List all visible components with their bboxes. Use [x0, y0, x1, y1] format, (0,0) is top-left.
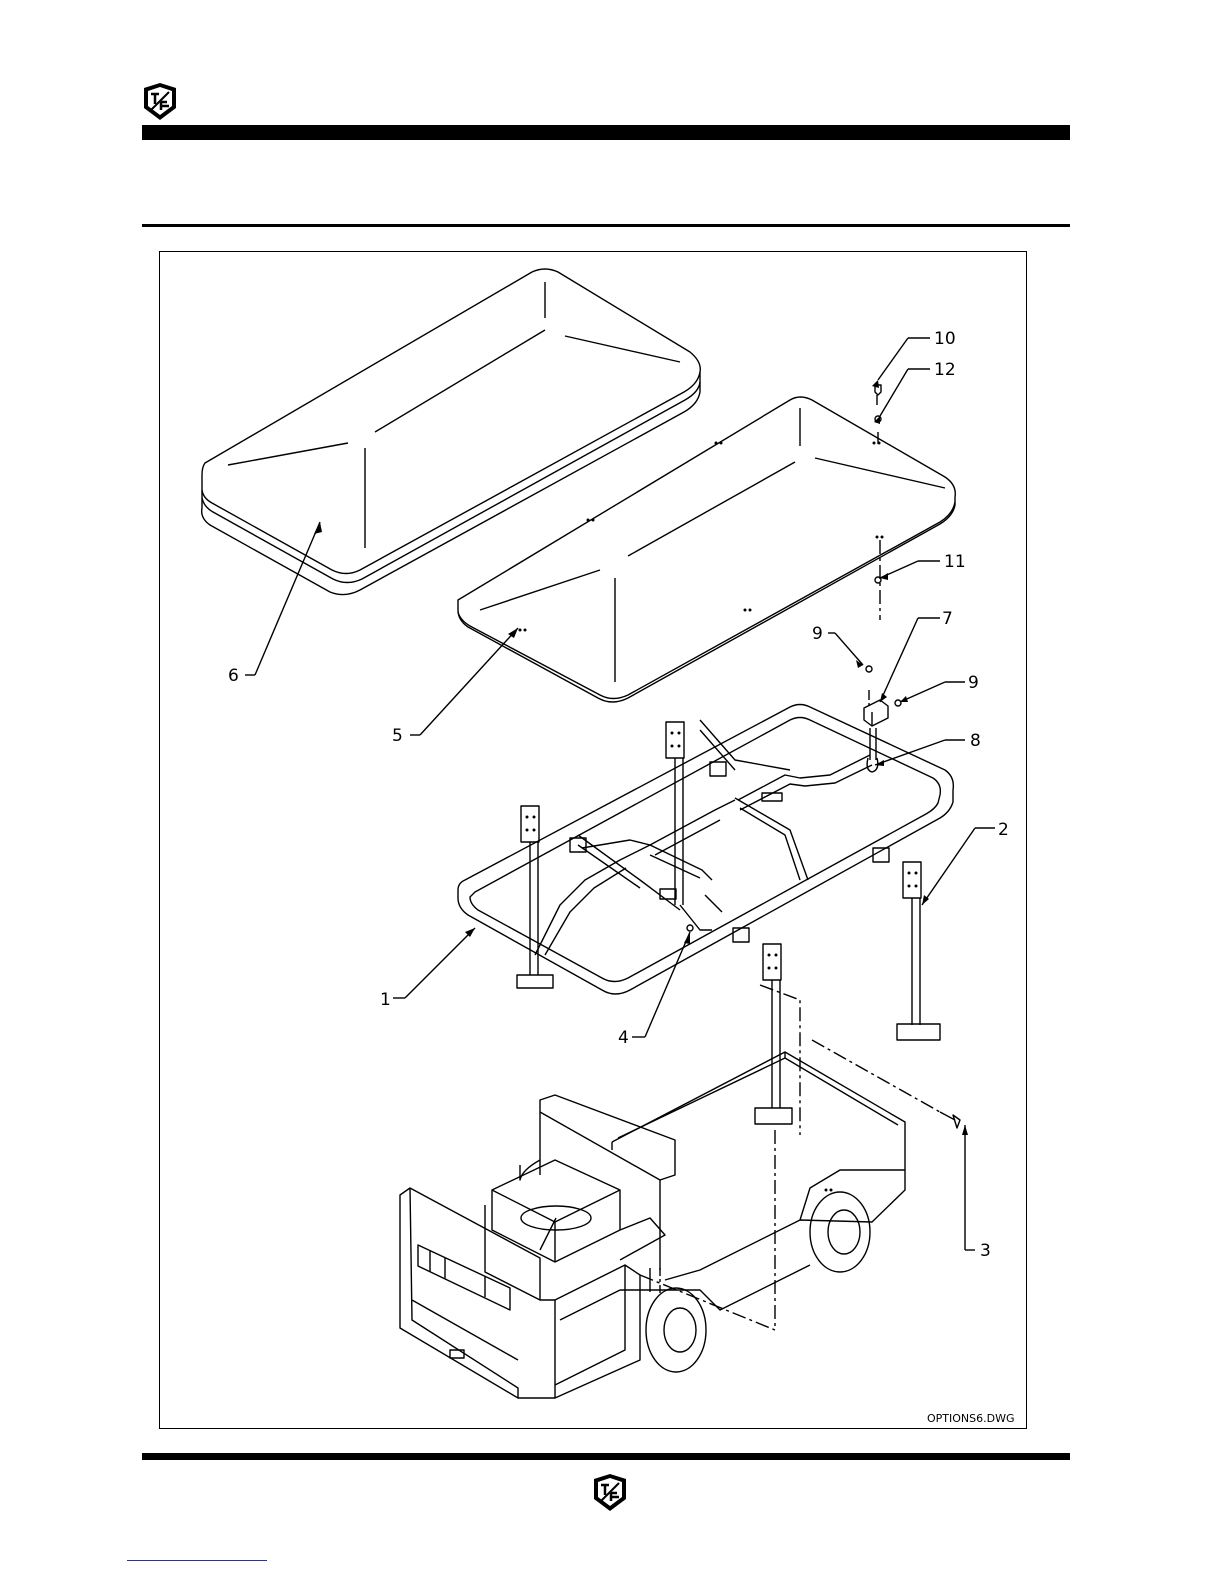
- callout-label: 2: [998, 820, 1009, 840]
- mounting-hardware: [687, 385, 901, 931]
- callout-label: 10: [934, 329, 956, 349]
- roof-frame-part-1: [458, 705, 953, 995]
- vehicle-body: [400, 1052, 905, 1398]
- callout-leaders: [245, 338, 995, 1250]
- footer-thick-rule: [142, 1453, 1070, 1460]
- callout-label: 1: [380, 990, 391, 1010]
- callout-label: 12: [934, 360, 956, 380]
- drawing-filename: OPTIONS6.DWG: [927, 1412, 1015, 1425]
- callout-label: 9: [812, 624, 823, 644]
- canopy-top-part-6: [202, 269, 701, 595]
- callout-label: 3: [980, 1241, 991, 1261]
- footer-link-underline[interactable]: [127, 1560, 267, 1561]
- callout-label: 8: [970, 731, 981, 751]
- callout-label: 6: [228, 666, 239, 686]
- mounting-holes: [519, 442, 918, 1192]
- callout-label: 9: [968, 673, 979, 693]
- callout-label: 5: [392, 726, 403, 746]
- company-shield-logo-icon: [591, 1473, 629, 1513]
- callout-label: 11: [944, 552, 966, 572]
- screw-part-3: [640, 985, 960, 1330]
- callout-label: 7: [942, 609, 953, 629]
- callout-label: 4: [618, 1028, 629, 1048]
